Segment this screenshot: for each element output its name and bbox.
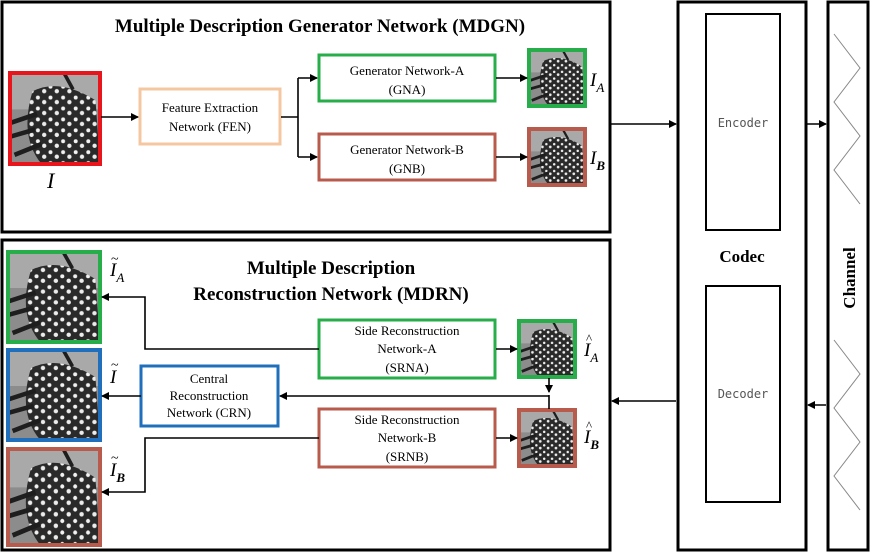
decoded-image-b — [517, 408, 577, 468]
decoder-label: Decoder — [718, 387, 769, 401]
gna-label-line1: Generator Network-A — [350, 63, 465, 78]
srna-block: Side Reconstruction Network-A (SRNA) — [317, 318, 497, 380]
codec-label: Codec — [719, 247, 765, 266]
srnb-label-line1: Side Reconstruction — [354, 412, 460, 427]
recon-image-b-label: IB — [109, 460, 125, 485]
decoded-image-a-hat: ^ — [586, 331, 592, 346]
crn-label-line3: Network (CRN) — [167, 405, 251, 420]
fen-label-line1: Feature Extraction — [162, 100, 259, 115]
crn-label-line1: Central — [190, 371, 229, 386]
input-image — [8, 71, 102, 166]
mdrn-arrows — [101, 293, 676, 496]
recon-image-central-label: I — [109, 367, 118, 388]
input-image-label: I — [46, 168, 56, 193]
output-image-a — [527, 48, 587, 108]
crn-label-line2: Reconstruction — [170, 388, 249, 403]
mdrn-title-line2: Reconstruction Network (MDRN) — [193, 284, 468, 305]
arrow-srnb-to-recon-b — [101, 437, 319, 496]
channel-noise-bottom — [833, 339, 861, 511]
encoder-label: Encoder — [718, 116, 769, 130]
decoded-image-a — [517, 319, 577, 379]
recon-image-a-tilde: ~ — [111, 252, 119, 267]
output-image-b-label: IB — [589, 148, 605, 173]
recon-image-a — [6, 250, 102, 344]
codec-panel: Encoder Codec Decoder — [676, 0, 808, 552]
recon-image-a-label: IA — [109, 260, 124, 285]
channel-label: Channel — [840, 247, 859, 309]
gnb-label-line1: Generator Network-B — [350, 142, 464, 157]
mdgn-title: Multiple Description Generator Network (… — [115, 16, 525, 37]
gna-label-line2: (GNA) — [389, 82, 426, 97]
fen-label-line2: Network (FEN) — [169, 119, 251, 134]
srnb-label-line2: Network-B — [378, 430, 437, 445]
channel-noise-top — [833, 33, 861, 205]
decoded-image-b-label: IB — [583, 427, 599, 452]
encoder-block — [705, 13, 781, 231]
srnb-label-line3: (SRNB) — [386, 449, 429, 464]
recon-image-b — [6, 447, 102, 547]
recon-image-central-tilde: ~ — [111, 358, 119, 373]
srnb-block: Side Reconstruction Network-B (SRNB) — [317, 407, 497, 469]
decoded-image-a-label: IA — [583, 340, 598, 365]
mdrn-title-line1: Multiple Description — [247, 258, 416, 279]
mdrn-panel — [0, 238, 612, 552]
mdgn-panel — [0, 0, 612, 234]
mdgn-arrows — [101, 74, 677, 161]
channel-arrows — [807, 120, 827, 409]
gnb-label-line2: (GNB) — [389, 161, 425, 176]
arrow-srna-to-recon-a — [101, 293, 319, 350]
gna-block: Generator Network-A (GNA) — [317, 53, 497, 103]
srna-label-line3: (SRNA) — [385, 360, 428, 375]
output-image-a-label: IA — [589, 70, 604, 95]
decoder-block — [705, 285, 781, 503]
recon-image-b-tilde: ~ — [111, 451, 119, 466]
decoded-image-b-hat: ^ — [586, 418, 592, 433]
fen-block: Feature Extraction Network (FEN) — [138, 87, 282, 146]
gnb-block: Generator Network-B (GNB) — [317, 132, 497, 182]
output-image-b — [527, 127, 587, 187]
srna-label-line2: Network-A — [377, 341, 437, 356]
srna-label-line1: Side Reconstruction — [354, 323, 460, 338]
recon-image-central — [6, 348, 102, 442]
crn-block: Central Reconstruction Network (CRN) — [139, 364, 280, 428]
channel-panel: Channel — [826, 0, 870, 552]
